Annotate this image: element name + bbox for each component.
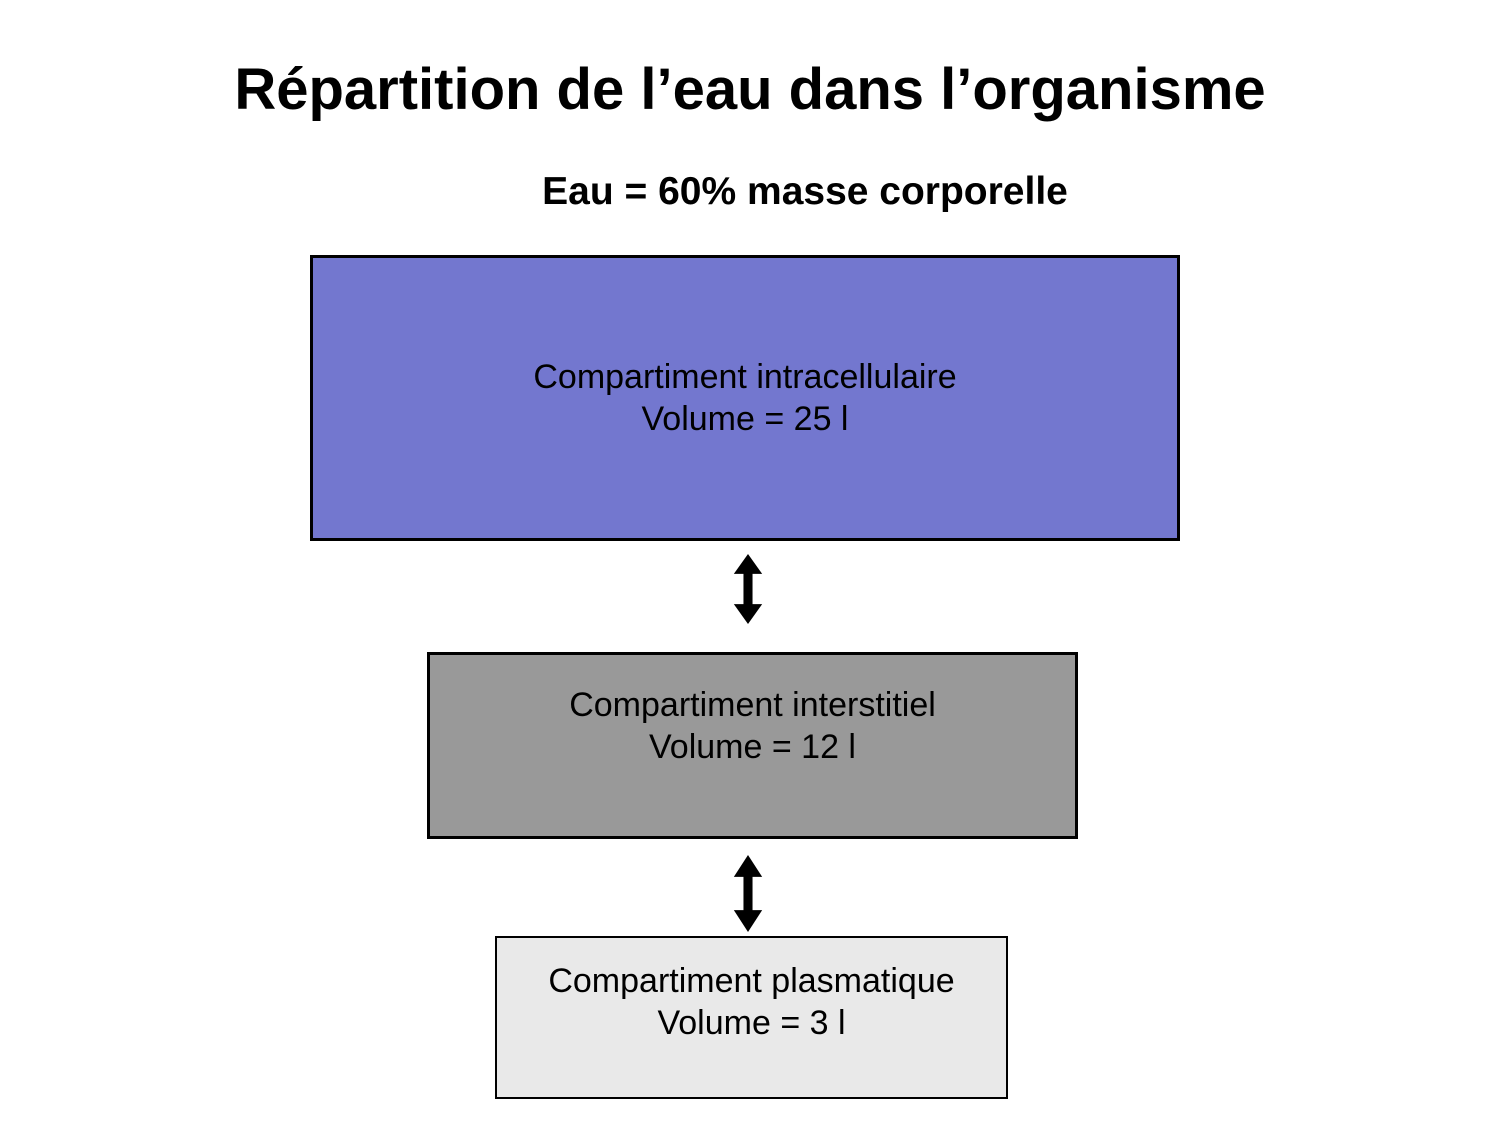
box-compartiment-interstitiel: Compartiment interstitiel Volume = 12 l: [427, 652, 1078, 839]
subtitle: Eau = 60% masse corporelle: [542, 170, 1068, 213]
box-label: Compartiment intracellulaire: [533, 358, 957, 396]
box-compartiment-intracellulaire: Compartiment intracellulaire Volume = 25…: [310, 255, 1180, 541]
box-label: Compartiment plasmatique: [548, 961, 955, 1000]
double-arrow-icon: [731, 855, 765, 932]
double-arrow-icon: [731, 554, 765, 624]
box-label: Compartiment interstitiel: [569, 685, 936, 724]
box-compartiment-plasmatique: Compartiment plasmatique Volume = 3 l: [495, 936, 1008, 1099]
box-volume: Volume = 3 l: [657, 1003, 846, 1042]
page-title: Répartition de l’eau dans l’organisme: [234, 57, 1266, 122]
box-volume: Volume = 25 l: [641, 400, 849, 438]
box-volume: Volume = 12 l: [649, 727, 856, 766]
